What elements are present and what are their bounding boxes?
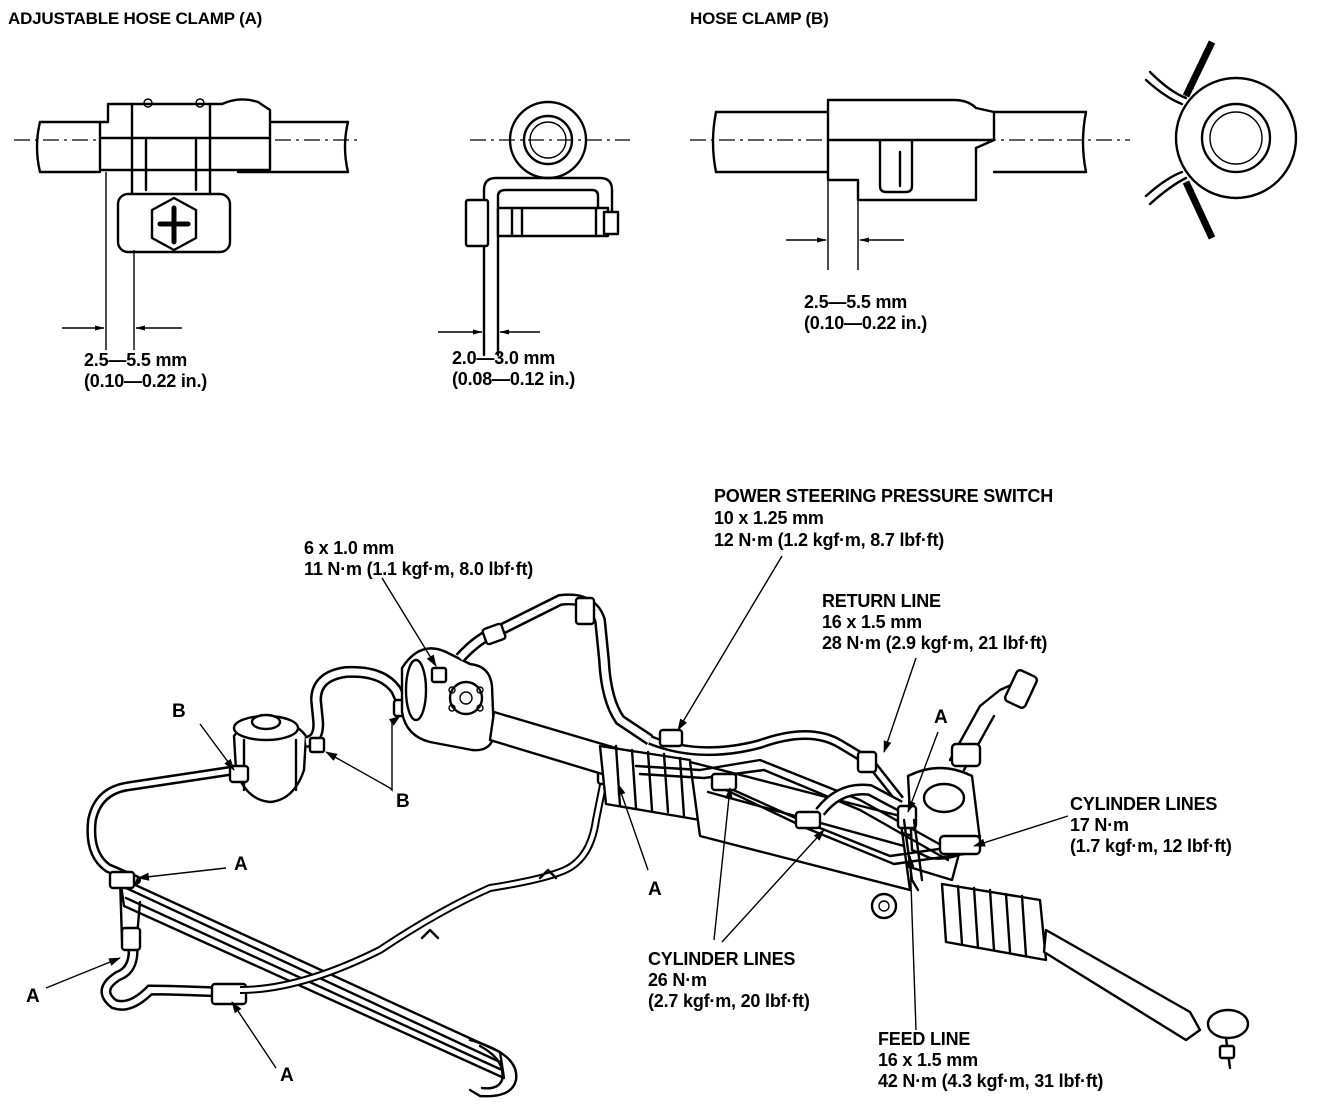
dimension-in: (0.10—0.22 in.) — [84, 371, 208, 391]
callout-torque: 26 N·m — [648, 970, 707, 990]
dimension-in: (0.08—0.12 in.) — [452, 369, 576, 389]
dimension-mm: 2.5—5.5 mm — [84, 350, 188, 370]
clamp-b-title: HOSE CLAMP (B) — [690, 9, 829, 28]
callout-size: 16 x 1.5 mm — [878, 1050, 978, 1070]
leader-lines — [45, 555, 1069, 1069]
clamp-a-end-view — [438, 100, 630, 357]
clamp-a-marker: A — [934, 707, 948, 728]
clamp-a-marker: A — [648, 879, 662, 900]
callout-size: 10 x 1.25 mm — [714, 508, 824, 528]
clamp-a-marker: A — [26, 986, 40, 1007]
callout-torque: 42 N·m (4.3 kgf·m, 31 lbf·ft) — [878, 1071, 1104, 1091]
callout-torque-alt: (2.7 kgf·m, 20 lbf·ft) — [648, 991, 810, 1011]
dimension-mm: 2.0—3.0 mm — [452, 348, 556, 368]
callout-name: CYLINDER LINES — [1070, 794, 1218, 814]
callout-name: RETURN LINE — [822, 591, 941, 611]
callout-name: POWER STEERING PRESSURE SWITCH — [714, 486, 1054, 506]
clamp-b-marker: B — [172, 701, 186, 722]
callout-torque: 12 N·m (1.2 kgf·m, 8.7 lbf·ft) — [714, 530, 945, 550]
callout-size: 6 x 1.0 mm — [304, 538, 395, 558]
callout-torque: 17 N·m — [1070, 815, 1129, 835]
clamp-a-title: ADJUSTABLE HOSE CLAMP (A) — [8, 9, 263, 28]
dimension-mm: 2.5—5.5 mm — [804, 292, 908, 312]
dimension-in: (0.10—0.22 in.) — [804, 313, 928, 333]
clamp-b-marker: B — [396, 791, 410, 812]
callout-torque: 28 N·m (2.9 kgf·m, 21 lbf·ft) — [822, 633, 1048, 653]
clamp-a-marker: A — [280, 1065, 294, 1086]
callout-name: FEED LINE — [878, 1029, 971, 1049]
callout-size: 16 x 1.5 mm — [822, 612, 922, 632]
clamp-b-end-view — [1144, 40, 1298, 240]
callout-name: CYLINDER LINES — [648, 949, 796, 969]
callout-torque: 11 N·m (1.1 kgf·m, 8.0 lbf·ft) — [304, 559, 534, 579]
clamp-a-side-view — [14, 98, 360, 350]
clamp-a-marker: A — [234, 854, 248, 875]
clamp-b-side-view — [690, 98, 1130, 270]
callout-torque-alt: (1.7 kgf·m, 12 lbf·ft) — [1070, 836, 1232, 856]
